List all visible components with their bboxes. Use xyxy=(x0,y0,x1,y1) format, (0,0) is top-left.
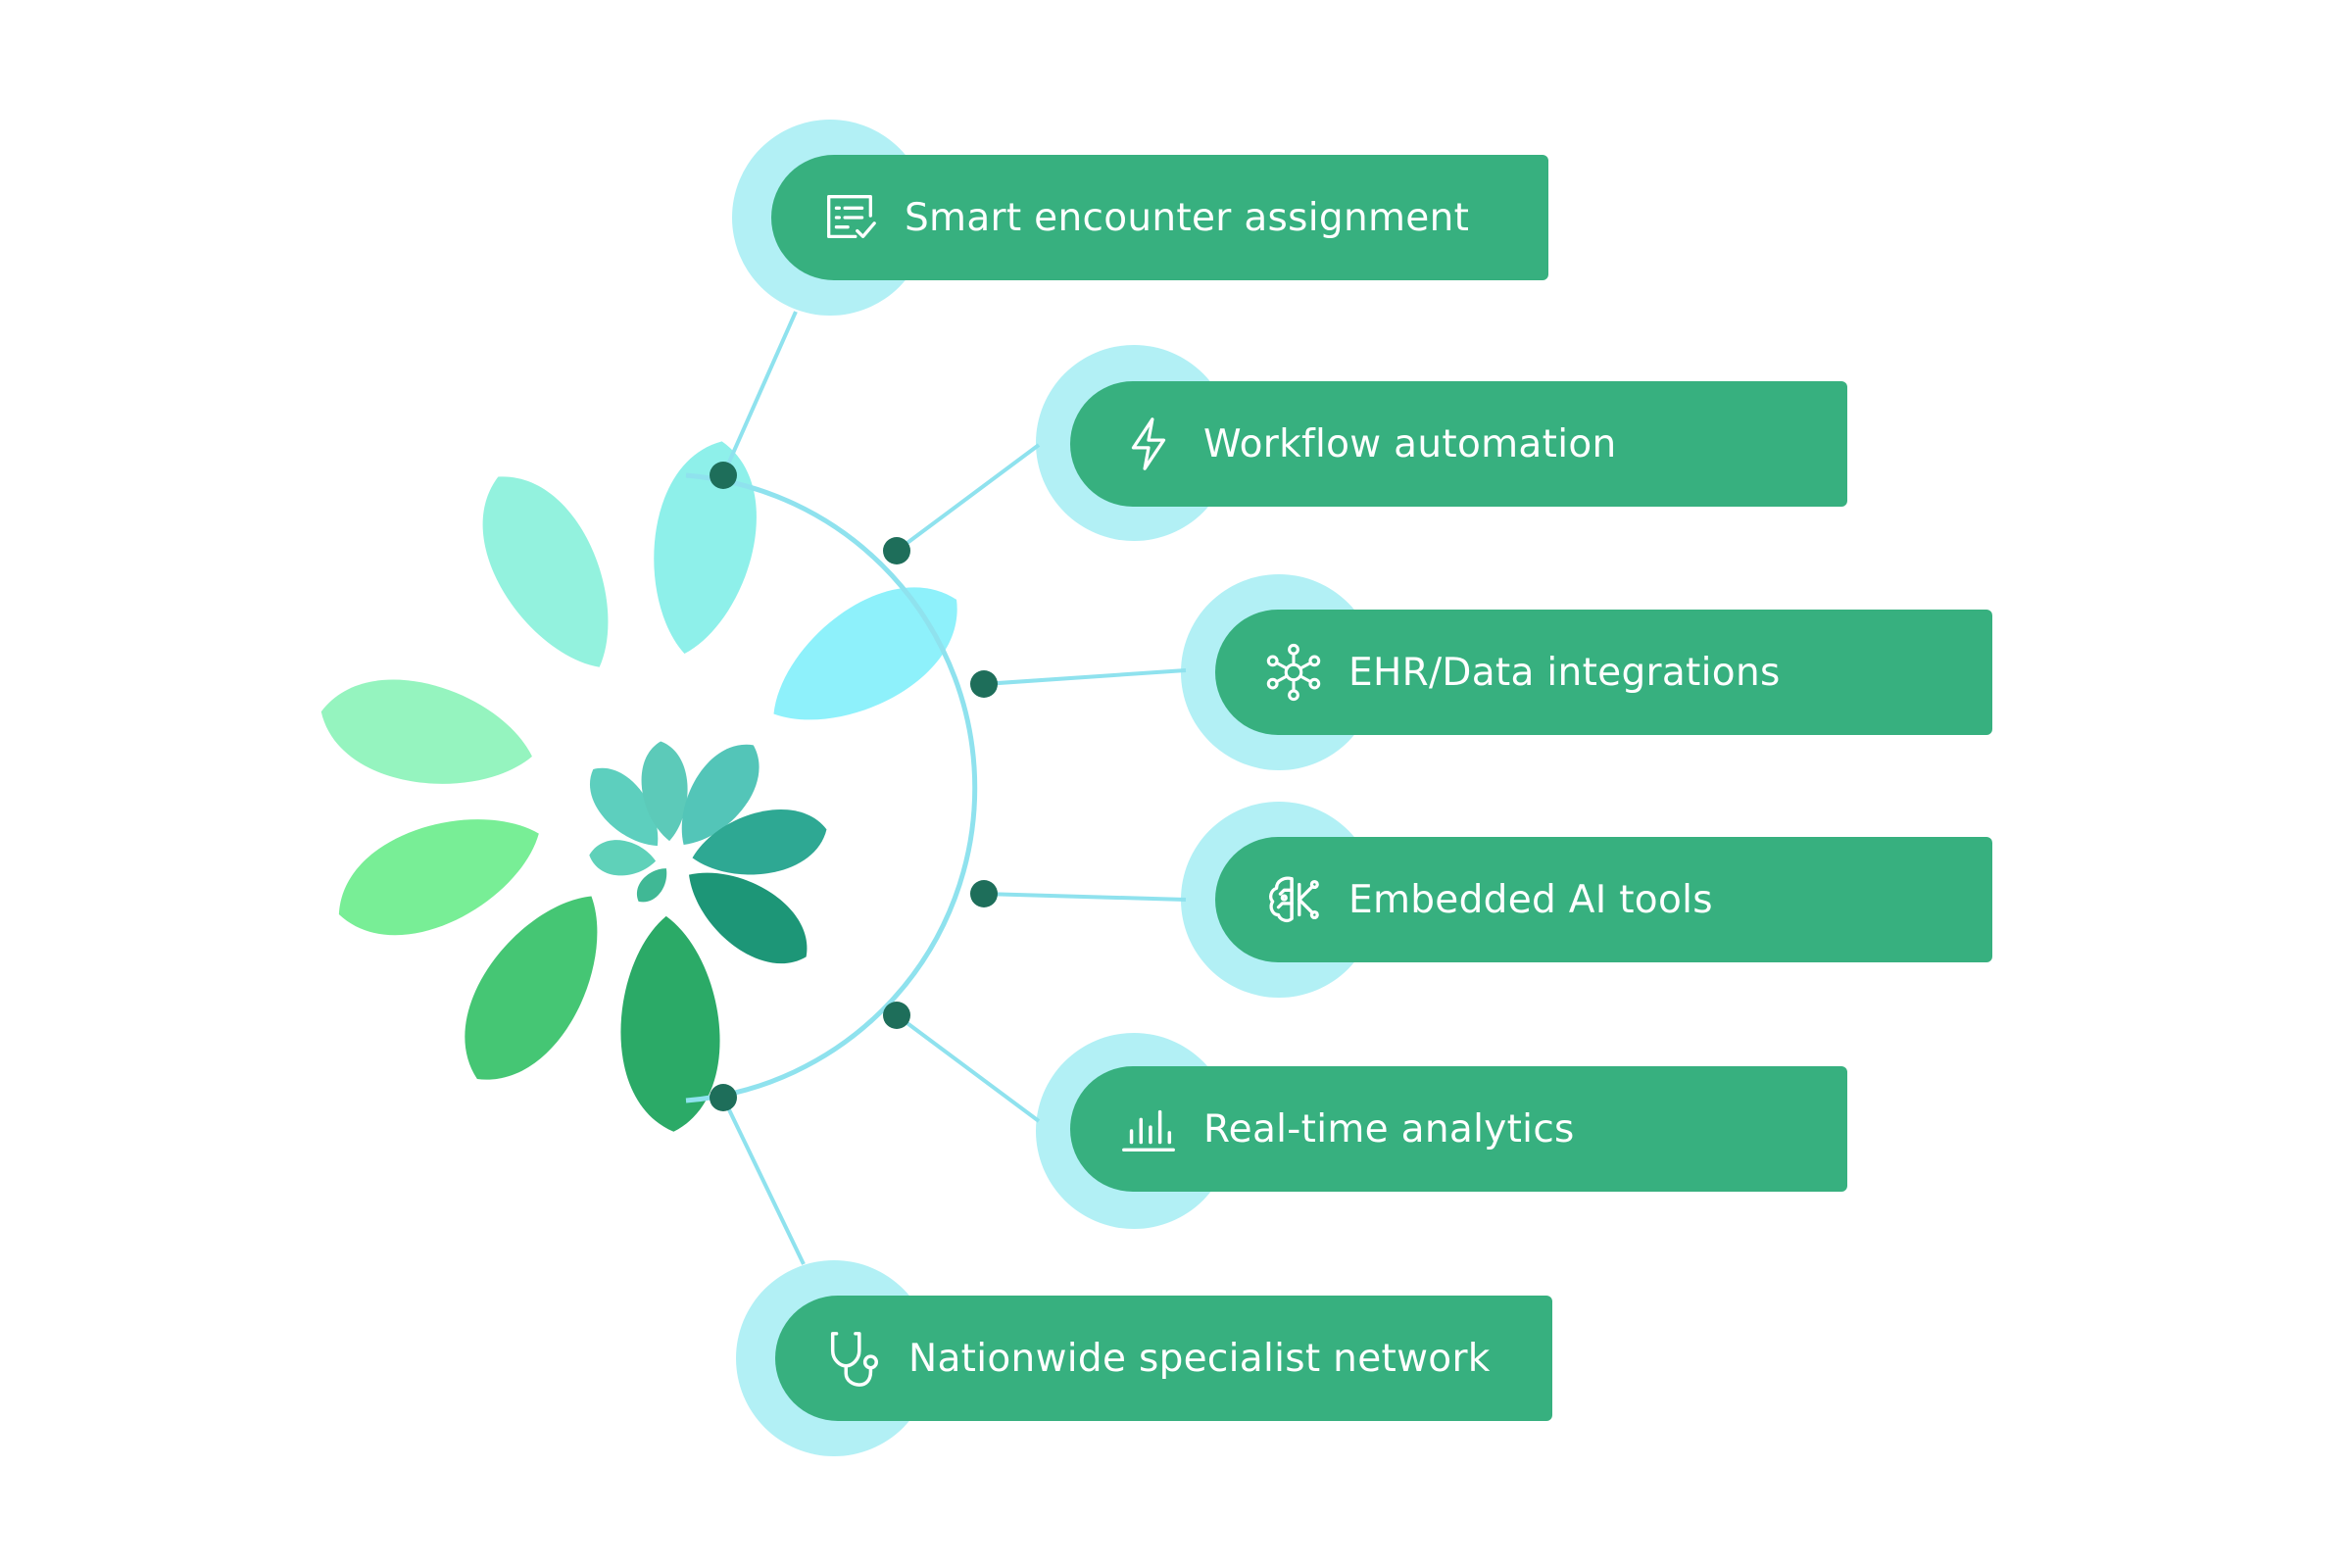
network-hub-icon xyxy=(1262,641,1325,704)
logo-petal xyxy=(482,476,609,667)
feature-real-time-analytics[interactable]: Real-time analytics xyxy=(1070,1066,1847,1192)
logo-inner-petal xyxy=(681,744,760,845)
lightning-bolt-icon xyxy=(1117,413,1180,475)
logo-petal xyxy=(654,441,757,655)
logo-inner-petal xyxy=(692,809,827,875)
halos xyxy=(732,120,1377,1456)
connector-node xyxy=(970,880,998,907)
feature-ehr-data-integrations[interactable]: EHR/Data integrations xyxy=(1215,610,1992,735)
connector-nodes xyxy=(710,462,998,1111)
feature-smart-encounter-assignment[interactable]: Smart encounter assignment xyxy=(771,155,1548,280)
connector-lines xyxy=(721,311,1187,1265)
feature-label: Embedded AI tools xyxy=(1348,877,1713,922)
stethoscope-icon xyxy=(822,1327,885,1390)
connector-line xyxy=(983,892,1187,902)
connector-node xyxy=(710,1084,737,1111)
logo-inner-petal xyxy=(590,767,659,847)
logo-inner-petal xyxy=(636,868,667,903)
logo-petal xyxy=(465,896,598,1080)
logo-inner-petal xyxy=(641,741,688,842)
feature-label: EHR/Data integrations xyxy=(1348,650,1781,695)
connector-line xyxy=(721,311,798,476)
logo-petal xyxy=(620,915,720,1132)
feature-label: Smart encounter assignment xyxy=(905,195,1470,240)
feature-nationwide-specialist-network[interactable]: Nationwide specialist network xyxy=(775,1296,1552,1421)
feature-label: Nationwide specialist network xyxy=(908,1336,1491,1381)
feature-label: Workflow automation xyxy=(1203,421,1617,466)
connector-node xyxy=(970,670,998,698)
connector-arc xyxy=(685,472,978,1103)
connector-node xyxy=(883,1002,910,1029)
connector-node xyxy=(883,537,910,564)
connector-line xyxy=(895,1013,1041,1123)
connector-line xyxy=(983,668,1187,686)
feature-label: Real-time analytics xyxy=(1203,1106,1575,1152)
logo-petal xyxy=(320,679,532,784)
feature-embedded-ai-tools[interactable]: Embedded AI tools xyxy=(1215,837,1992,962)
logo-petal xyxy=(773,587,957,720)
connector-line xyxy=(721,1097,806,1265)
petal-flower-logo-icon xyxy=(320,441,957,1132)
checklist-icon xyxy=(818,186,881,249)
logo-petal xyxy=(338,819,539,936)
ai-brain-icon xyxy=(1262,868,1325,931)
connector-line xyxy=(895,443,1041,553)
feature-workflow-automation[interactable]: Workflow automation xyxy=(1070,381,1847,507)
logo-inner-petal xyxy=(589,840,657,876)
connector-node xyxy=(710,462,737,489)
logo-inner-petal xyxy=(689,872,808,963)
bar-chart-icon xyxy=(1117,1098,1180,1160)
